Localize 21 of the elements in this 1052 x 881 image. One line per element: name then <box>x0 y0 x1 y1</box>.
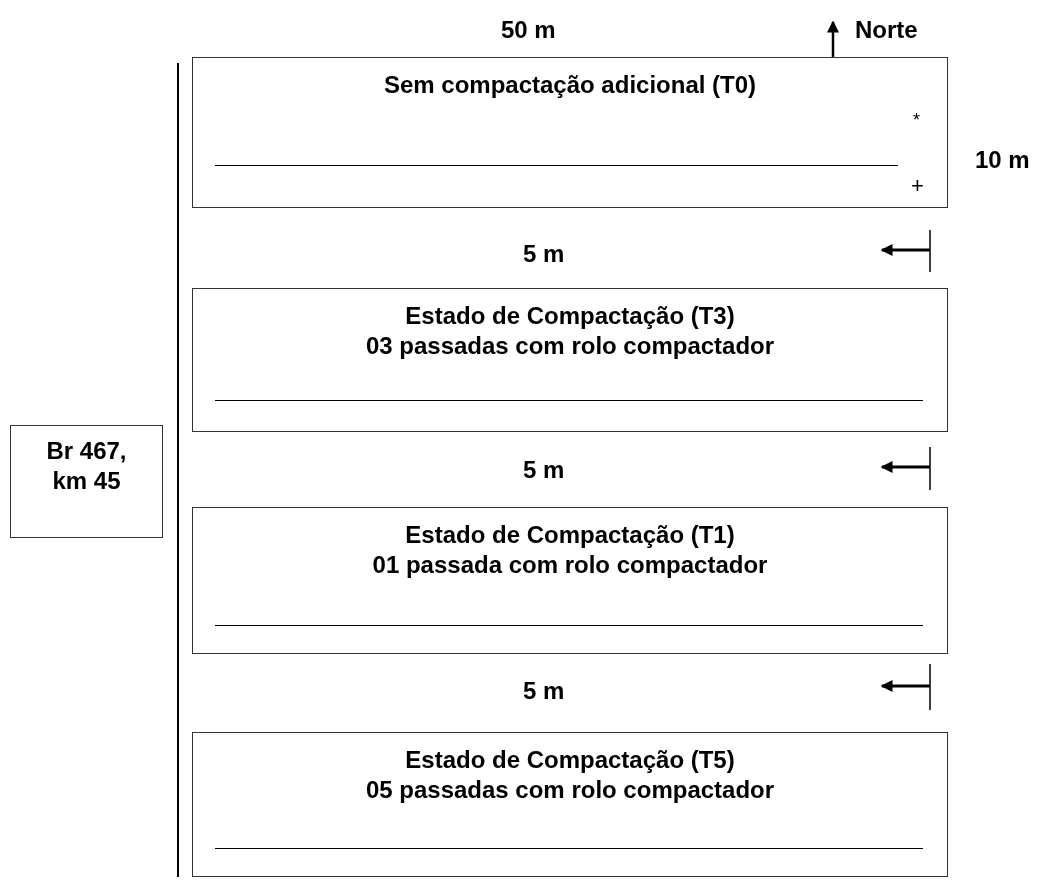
location-box <box>10 425 163 538</box>
marker-symbol: + <box>911 172 924 200</box>
location-label: Br 467, km 45 <box>45 436 128 496</box>
plot-box <box>192 732 948 877</box>
plot-box <box>192 288 948 432</box>
dimension-label: 5 m <box>523 240 565 268</box>
plot-box <box>192 507 948 654</box>
plot-title: Estado de Compactação (T3) <box>405 301 735 331</box>
dimension-label: 5 m <box>523 677 565 705</box>
dimension-label: 10 m <box>975 146 1030 174</box>
plot-title: Estado de Compactação (T5) <box>405 745 735 775</box>
plot-description: 03 passadas com rolo compactador <box>365 331 775 361</box>
dimension-label: 5 m <box>523 456 565 484</box>
plot-description: 05 passadas com rolo compactador <box>365 775 775 805</box>
plot-description: 01 passada com rolo compactador <box>372 550 768 580</box>
compass-label: Norte <box>855 16 918 44</box>
dimension-label: 50 m <box>501 16 556 44</box>
marker-symbol: * <box>913 109 920 132</box>
plot-title: Estado de Compactação (T1) <box>405 520 735 550</box>
plot-title: Sem compactação adicional (T0) <box>383 70 757 100</box>
plot-box <box>192 57 948 208</box>
